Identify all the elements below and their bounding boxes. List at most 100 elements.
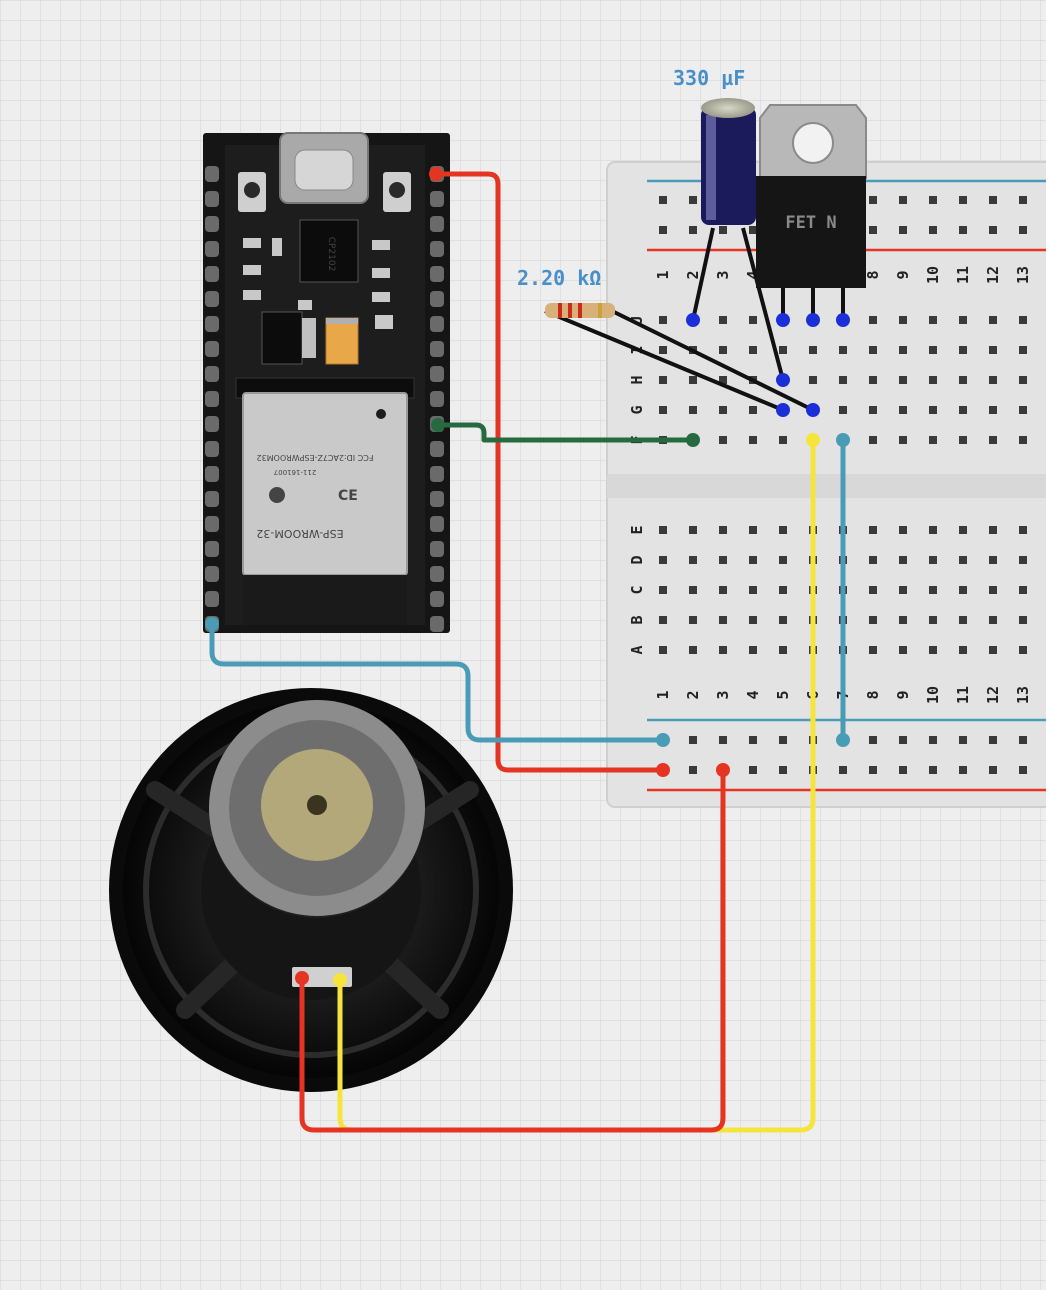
- header-pin[interactable]: [430, 516, 444, 532]
- esp32-board[interactable]: CP2102 ESP-WROOM-32 FCC ID:2AC7Z-ESPWROO…: [203, 132, 450, 633]
- wire-red-speaker[interactable]: [299, 767, 726, 1133]
- terminal-hole[interactable]: [959, 616, 967, 624]
- rail-hole[interactable]: [959, 766, 967, 774]
- terminal-hole[interactable]: [1019, 406, 1027, 414]
- pin-resistor-b[interactable]: [806, 403, 820, 417]
- terminal-hole[interactable]: [689, 526, 697, 534]
- rail-hole[interactable]: [749, 226, 757, 234]
- terminal-hole[interactable]: [659, 556, 667, 564]
- header-pin[interactable]: [205, 341, 219, 357]
- terminal-hole[interactable]: [929, 556, 937, 564]
- terminal-hole[interactable]: [869, 526, 877, 534]
- terminal-hole[interactable]: [689, 376, 697, 384]
- header-pin[interactable]: [205, 291, 219, 307]
- terminal-hole[interactable]: [1019, 376, 1027, 384]
- rail-hole[interactable]: [959, 736, 967, 744]
- header-pin[interactable]: [430, 541, 444, 557]
- wire-green-gpio[interactable]: [435, 422, 696, 443]
- terminal-hole[interactable]: [929, 406, 937, 414]
- terminal-hole[interactable]: [659, 616, 667, 624]
- terminal-hole[interactable]: [659, 586, 667, 594]
- terminal-hole[interactable]: [659, 376, 667, 384]
- terminal-hole[interactable]: [779, 556, 787, 564]
- terminal-hole[interactable]: [899, 586, 907, 594]
- rail-hole[interactable]: [989, 736, 997, 744]
- header-pin[interactable]: [205, 591, 219, 607]
- terminal-hole[interactable]: [659, 646, 667, 654]
- pin-speaker-plus[interactable]: [295, 971, 309, 985]
- rail-hole[interactable]: [929, 766, 937, 774]
- header-pin[interactable]: [430, 316, 444, 332]
- boot-button[interactable]: [244, 182, 260, 198]
- terminal-hole[interactable]: [719, 316, 727, 324]
- rail-hole[interactable]: [989, 226, 997, 234]
- terminal-hole[interactable]: [839, 406, 847, 414]
- terminal-hole[interactable]: [659, 526, 667, 534]
- terminal-hole[interactable]: [809, 346, 817, 354]
- rail-hole[interactable]: [1019, 766, 1027, 774]
- terminal-hole[interactable]: [989, 316, 997, 324]
- rail-hole[interactable]: [719, 226, 727, 234]
- terminal-hole[interactable]: [809, 376, 817, 384]
- terminal-hole[interactable]: [1019, 616, 1027, 624]
- rail-hole[interactable]: [929, 226, 937, 234]
- terminal-hole[interactable]: [749, 526, 757, 534]
- terminal-hole[interactable]: [959, 316, 967, 324]
- pin-bb-source-wire[interactable]: [836, 433, 850, 447]
- header-pin[interactable]: [205, 516, 219, 532]
- terminal-hole[interactable]: [929, 436, 937, 444]
- header-pin[interactable]: [430, 466, 444, 482]
- rail-hole[interactable]: [959, 226, 967, 234]
- terminal-hole[interactable]: [749, 616, 757, 624]
- terminal-hole[interactable]: [869, 406, 877, 414]
- header-pin[interactable]: [205, 366, 219, 382]
- wire-red-vin[interactable]: [433, 171, 666, 773]
- terminal-hole[interactable]: [989, 586, 997, 594]
- rail-hole[interactable]: [869, 226, 877, 234]
- terminal-hole[interactable]: [989, 406, 997, 414]
- terminal-hole[interactable]: [929, 616, 937, 624]
- header-pin[interactable]: [430, 616, 444, 632]
- rail-hole[interactable]: [959, 196, 967, 204]
- rail-hole[interactable]: [689, 766, 697, 774]
- terminal-hole[interactable]: [659, 406, 667, 414]
- terminal-hole[interactable]: [1019, 316, 1027, 324]
- pin-mosfet-source[interactable]: [836, 313, 850, 327]
- pin-resistor-a[interactable]: [776, 403, 790, 417]
- rail-hole[interactable]: [749, 766, 757, 774]
- terminal-hole[interactable]: [989, 646, 997, 654]
- rail-hole[interactable]: [839, 766, 847, 774]
- terminal-hole[interactable]: [749, 316, 757, 324]
- header-pin[interactable]: [205, 416, 219, 432]
- terminal-hole[interactable]: [899, 346, 907, 354]
- header-pin[interactable]: [430, 216, 444, 232]
- terminal-hole[interactable]: [749, 346, 757, 354]
- rail-hole[interactable]: [719, 736, 727, 744]
- terminal-hole[interactable]: [869, 376, 877, 384]
- header-pin[interactable]: [430, 591, 444, 607]
- terminal-hole[interactable]: [689, 406, 697, 414]
- pin-mosfet-drain[interactable]: [806, 313, 820, 327]
- terminal-hole[interactable]: [779, 526, 787, 534]
- header-pin[interactable]: [205, 191, 219, 207]
- terminal-hole[interactable]: [659, 316, 667, 324]
- terminal-hole[interactable]: [1019, 586, 1027, 594]
- terminal-hole[interactable]: [719, 556, 727, 564]
- terminal-hole[interactable]: [989, 526, 997, 534]
- reset-button[interactable]: [389, 182, 405, 198]
- terminal-hole[interactable]: [959, 586, 967, 594]
- terminal-hole[interactable]: [899, 316, 907, 324]
- terminal-hole[interactable]: [929, 376, 937, 384]
- terminal-hole[interactable]: [989, 436, 997, 444]
- header-pin[interactable]: [205, 541, 219, 557]
- terminal-hole[interactable]: [1019, 556, 1027, 564]
- terminal-hole[interactable]: [779, 436, 787, 444]
- terminal-hole[interactable]: [1019, 526, 1027, 534]
- pin-bb-drain-wire[interactable]: [806, 433, 820, 447]
- terminal-hole[interactable]: [719, 406, 727, 414]
- rail-hole[interactable]: [869, 196, 877, 204]
- terminal-hole[interactable]: [719, 616, 727, 624]
- rail-hole[interactable]: [899, 226, 907, 234]
- speaker[interactable]: [109, 688, 513, 1092]
- terminal-hole[interactable]: [959, 526, 967, 534]
